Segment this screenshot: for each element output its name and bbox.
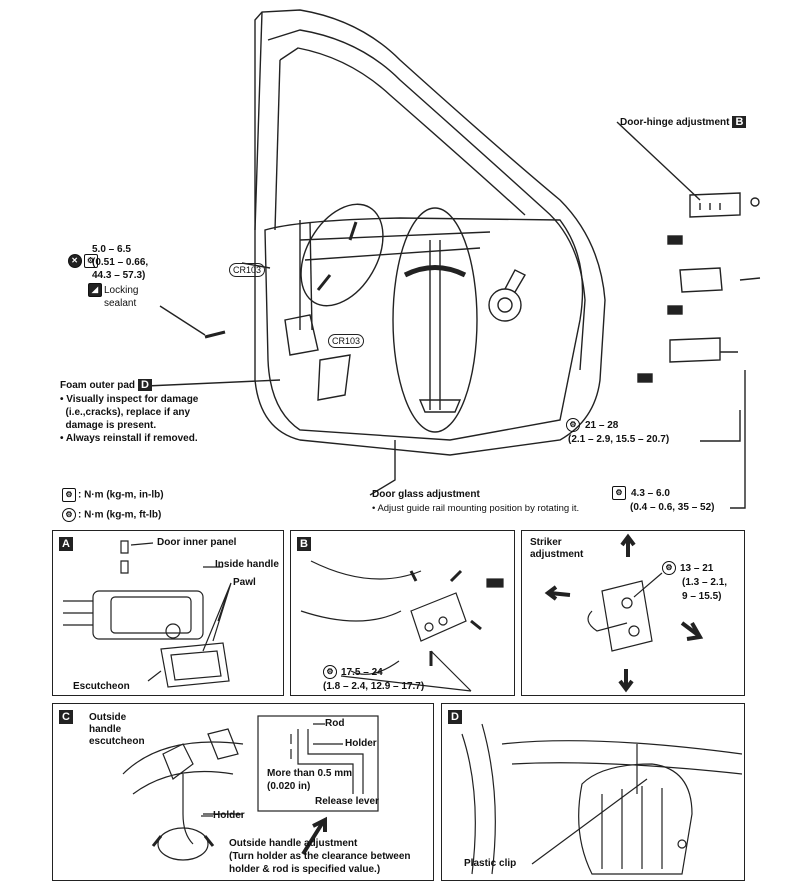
torque-top-left-inlb: 44.3 – 57.3) [92,270,146,281]
striker-torque-value: 13 – 21 [680,563,714,574]
foam-note-4: • Always reinstall if removed. [60,433,198,444]
panel-striker: Striker adjustment ⚙ 13 – 21 (1.3 – 2.1,… [521,530,745,696]
foam-note-1: • Visually inspect for damage [60,394,199,405]
no-reuse-icon: ✕ [67,254,82,268]
torque-right-1-icon: ⚙ [566,418,582,432]
panel-striker-artwork [544,533,704,693]
foam-note-3: damage is present. [60,420,157,431]
torque-top-left-kgm: (0.51 – 0.66, [92,257,149,268]
panel-c-artwork [122,715,379,861]
striker-torque-kgm: (1.3 – 2.1, [682,577,728,588]
locking-sealant-icon: ◢ [88,283,104,297]
label-inch: (0.020 in) [267,781,311,792]
label-inside-handle: Inside handle [215,559,279,570]
panel-d-artwork [461,723,743,875]
panel-b: B ⚙ 17.5 – 24 (1.8 – 2.4, 12.9 – 17.7) [290,530,515,696]
panel-c: C Outside handle escutcheon Rod Holder M… [52,703,434,881]
outside-handle-adjustment-note-2: holder & rod is specified value.) [229,864,381,875]
label-release-lever: Release lever [315,796,379,807]
label-more-than: More than 0.5 mm [267,768,353,779]
torque-right-1-value: 21 – 28 [585,420,619,431]
panel-a-badge: A [59,537,73,551]
label-holder: Holder [213,810,245,821]
label-escutcheon: Escutcheon [73,681,130,692]
torque-right-2-icon: ⚙ [612,486,628,500]
foam-note-2: (i.e.,cracks), replace if any [60,407,191,418]
door-glass-adjustment-note: • Adjust guide rail mounting position by… [372,503,580,514]
outside-handle-adjustment-title: Outside handle adjustment [229,838,358,849]
door-glass-adjustment-title: Door glass adjustment [372,489,480,500]
panel-a: A Door inner panel Inside handle Pawl Es… [52,530,284,696]
badge-d-main: D [138,379,152,391]
label-rod: Rod [325,718,345,729]
panel-b-badge: B [297,537,311,551]
outside-handle-adjustment-note-1: (Turn holder as the clearance between [229,851,411,862]
label-door-inner-panel: Door inner panel [157,537,237,548]
panel-b-torque-icon: ⚙ [323,665,339,679]
cr103-label-a: CR103 [229,263,266,277]
cr103-label-b: CR103 [328,334,365,348]
wrench-ftlb-icon: ⚙ [62,508,76,522]
outside-handle-3: escutcheon [89,736,145,747]
panel-b-artwork [300,560,504,692]
striker-torque-icon: ⚙ [662,561,678,575]
legend-inlb: ⚙: N·m (kg-m, in-lb) [62,488,164,502]
panel-d-badge: D [448,710,462,724]
panel-c-badge: C [59,710,73,724]
locking-sealant-line1: Locking [104,285,139,296]
badge-b: B [732,116,747,128]
legend-ftlb: ⚙: N·m (kg-m, ft-lb) [62,508,161,522]
torque-right-1-alt: (2.1 – 2.9, 15.5 – 20.7) [568,434,670,445]
label-pawl: Pawl [233,577,256,588]
torque-top-left: ✕⚙ [62,242,100,268]
label-plastic-clip: Plastic clip [464,858,517,869]
door-hinge-text: Door-hinge adjustment [620,117,730,128]
wrench-inlb-icon: ⚙ [62,488,76,502]
legend-ftlb-text: : N·m (kg-m, ft-lb) [78,509,162,521]
label-holder-top: Holder [345,738,377,749]
panel-b-torque-alt: (1.8 – 2.4, 12.9 – 17.7) [323,681,425,692]
striker-title-2: adjustment [530,549,584,560]
torque-wrench-icon: ⚙ [83,254,98,268]
torque-right-2-value: 4.3 – 6.0 [631,488,670,499]
torque-right-2-alt: (0.4 – 0.6, 35 – 52) [630,502,715,513]
striker-torque-ftlb: 9 – 15.5) [682,591,722,602]
outside-handle-2: handle [89,724,122,735]
legend-inlb-text: : N·m (kg-m, in-lb) [78,489,164,501]
foam-label-text: Foam outer pad [60,380,136,391]
torque-top-left-value: 5.0 – 6.5 [92,244,131,255]
outside-handle-1: Outside [89,712,127,723]
locking-sealant-line2: sealant [104,298,137,309]
panel-d: D Plastic clip [441,703,745,881]
panel-a-artwork [63,540,232,688]
striker-title-1: Striker [530,537,562,548]
panel-b-torque-value: 17.5 – 24 [341,667,383,678]
